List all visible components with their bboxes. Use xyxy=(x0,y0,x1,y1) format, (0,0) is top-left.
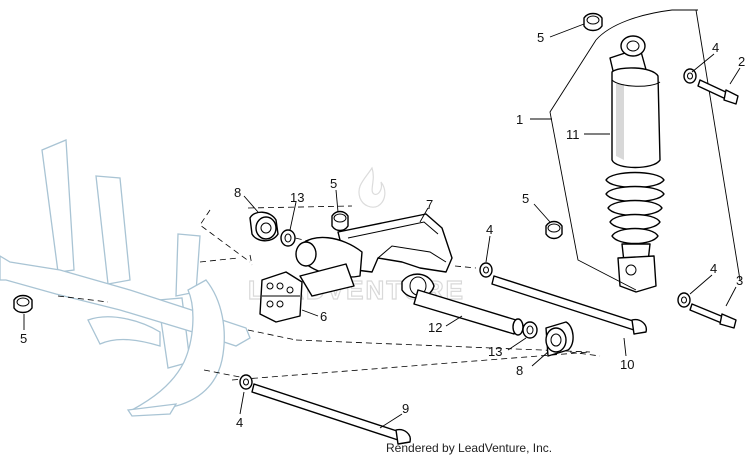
bushing-8-top xyxy=(249,211,279,242)
assembly-lines xyxy=(57,205,601,381)
flame-logo-icon xyxy=(358,166,386,208)
washer-13-top xyxy=(280,229,296,247)
shock-absorber xyxy=(605,35,665,293)
bushing-5-left xyxy=(13,294,33,314)
leader-lines xyxy=(23,23,741,429)
callout-11: 11 xyxy=(566,127,580,142)
callout-7: 7 xyxy=(426,197,433,212)
callout-9: 9 xyxy=(402,401,409,416)
callout-3: 3 xyxy=(736,273,743,288)
callout-13-bottom: 13 xyxy=(488,344,502,359)
axle-tube xyxy=(413,289,524,336)
bolt-2 xyxy=(697,79,739,105)
shock-spring xyxy=(605,171,665,245)
callout-6: 6 xyxy=(320,309,327,324)
callout-1: 1 xyxy=(516,112,523,127)
render-credit: Rendered by LeadVenture, Inc. xyxy=(386,441,552,455)
washer-4-swingarm xyxy=(479,262,493,278)
bolt-9 xyxy=(251,383,411,445)
callout-5-mid: 5 xyxy=(522,191,529,206)
bushing-8-bottom xyxy=(545,321,574,357)
callout-12: 12 xyxy=(428,320,442,335)
callout-4-right: 4 xyxy=(710,261,717,276)
bolt-10 xyxy=(491,275,647,335)
washer-13-bottom xyxy=(522,321,538,339)
bushing-5-top xyxy=(583,12,603,32)
callouts: 5 4 2 1 11 8 13 5 7 5 4 4 3 6 5 12 13 8 … xyxy=(20,30,745,430)
washer-4-top xyxy=(683,68,697,84)
callout-4-bottom: 4 xyxy=(236,415,243,430)
bushing-5-center xyxy=(331,210,349,232)
shock-top-eye xyxy=(620,35,646,57)
callout-5-center: 5 xyxy=(330,176,337,191)
callout-8-bottom: 8 xyxy=(516,363,523,378)
callout-8-top: 8 xyxy=(234,185,241,200)
callout-13-top: 13 xyxy=(290,190,304,205)
callout-4-top: 4 xyxy=(712,40,719,55)
washer-4-bottom xyxy=(239,374,253,390)
bushing-5-mid xyxy=(545,220,563,240)
swing-arm xyxy=(295,213,453,299)
callout-5-left: 5 xyxy=(20,331,27,346)
callout-4-swingarm: 4 xyxy=(486,222,493,237)
callout-2: 2 xyxy=(738,54,745,69)
callout-5-top: 5 xyxy=(537,30,544,45)
callout-10: 10 xyxy=(620,357,634,372)
bolt-3 xyxy=(689,303,737,329)
shock-bottom-mount xyxy=(617,255,657,293)
washer-4-right xyxy=(677,292,691,308)
frame-outline xyxy=(0,139,251,417)
rubber-block xyxy=(259,271,303,323)
